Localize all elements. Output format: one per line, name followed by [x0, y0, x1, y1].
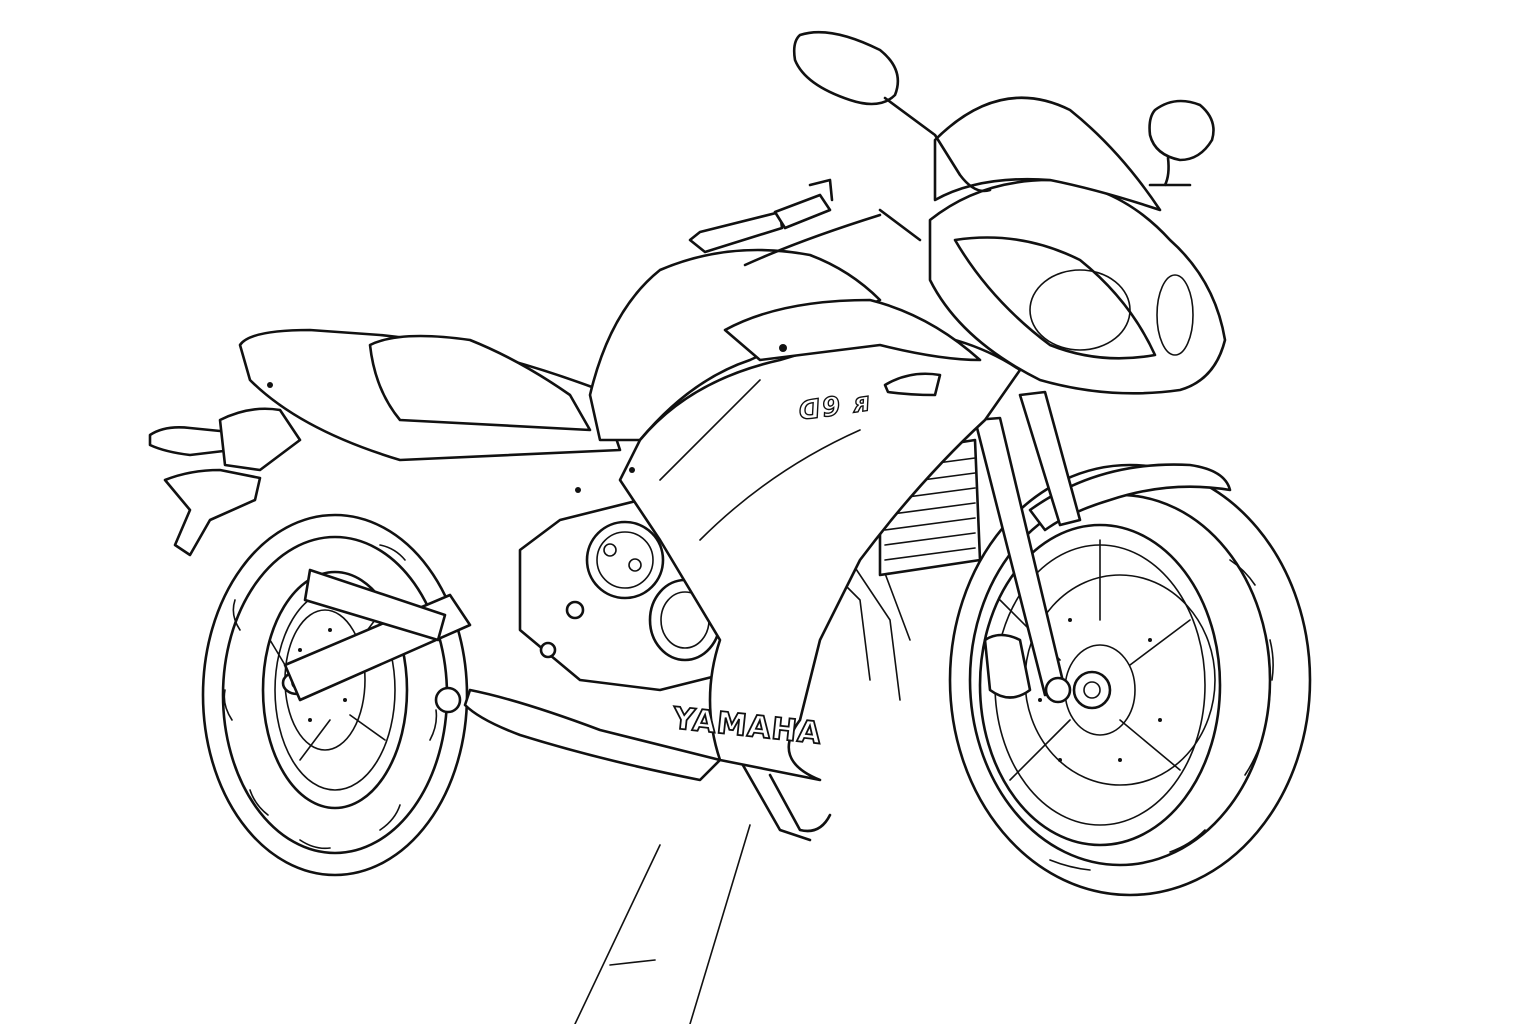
handlebars	[688, 178, 922, 267]
front-forks	[973, 390, 1082, 704]
tail-section	[148, 328, 622, 557]
road-lines	[574, 824, 751, 1024]
side-fairing: ᗡ9 ᴙ YAMAHA	[575, 298, 1022, 782]
swingarm	[283, 568, 472, 702]
right-mirror	[1148, 99, 1215, 162]
front-fender	[1028, 463, 1232, 532]
exhaust	[463, 688, 722, 782]
kickstand	[738, 758, 832, 842]
front-fairing	[928, 96, 1227, 395]
fuel-tank	[588, 248, 882, 442]
seat	[368, 334, 592, 432]
left-mirror	[792, 30, 900, 106]
mirrors	[792, 30, 1215, 193]
windscreen	[933, 96, 1162, 212]
rear-wheel	[201, 513, 469, 877]
